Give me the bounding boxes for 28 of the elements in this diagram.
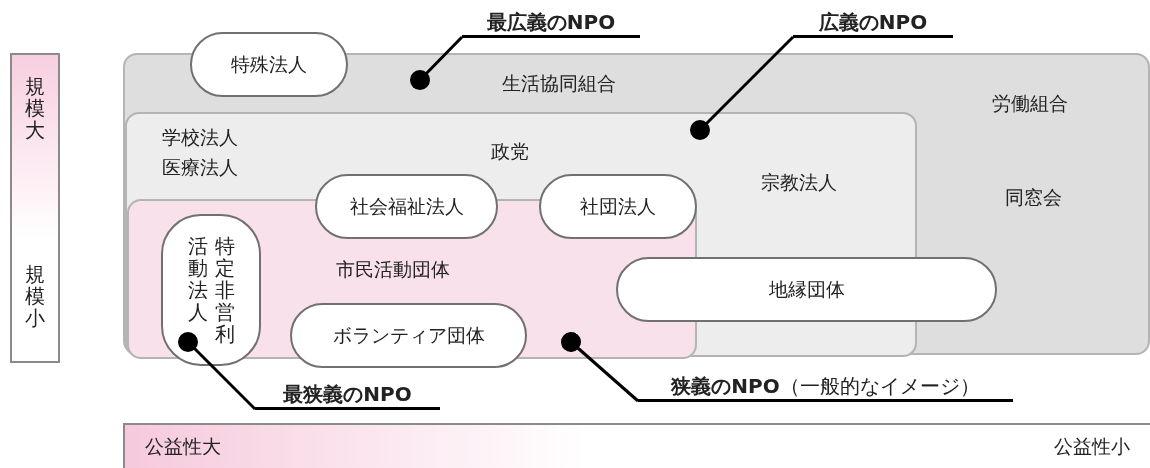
leader-line — [561, 332, 639, 403]
callout-label: 広義のNPO — [818, 10, 928, 34]
scale-label: 公益性小 — [1054, 435, 1130, 458]
rounded-box — [539, 174, 697, 239]
group-label: 学校法人 — [162, 126, 238, 149]
scale-label: 規模小 — [25, 263, 45, 329]
scale-label: 公益性大 — [145, 435, 221, 458]
leader-line — [410, 35, 464, 90]
callout-label: 最広義のNPO — [486, 10, 616, 34]
group-label: 政党 — [491, 140, 529, 163]
node-label: ボランティア団体 — [332, 324, 485, 347]
node-label: 社会福祉法人 — [349, 195, 464, 218]
node-label: 特殊法人 — [231, 53, 307, 76]
node-label: 社団法人 — [580, 195, 656, 218]
leader-line — [690, 35, 795, 140]
group-label: 生活協同組合 — [502, 72, 616, 95]
scale-label: 規模大 — [25, 75, 45, 141]
group-label: 同窓会 — [1005, 186, 1062, 209]
node-label: 特定非営利活動法人 — [187, 235, 235, 345]
callout-label: 狭義のNPO（一般的なイメージ） — [671, 374, 980, 398]
group-label: 市民活動団体 — [336, 258, 450, 281]
group-label: 労働組合 — [992, 92, 1068, 115]
rounded-box — [161, 214, 261, 366]
callout-label: 最狭義のNPO — [283, 382, 412, 406]
node-label: 地縁団体 — [768, 278, 845, 301]
group-label: 医療法人 — [162, 156, 238, 179]
group-label: 宗教法人 — [761, 171, 837, 194]
leader-line — [178, 332, 257, 411]
